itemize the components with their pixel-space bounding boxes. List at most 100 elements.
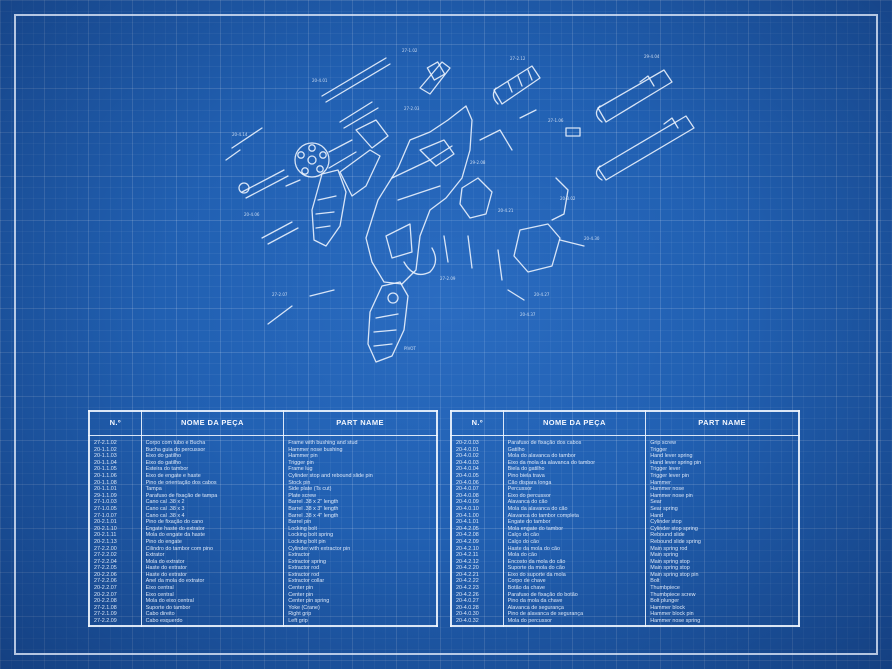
part-name-pt-cell: Mola do engate da haste [141, 532, 285, 539]
part-name-pt-cell: Encosto da mola do cão [503, 558, 647, 566]
part-name-en-cell: Barrel .38 x 4" length [288, 512, 339, 519]
part-name-pt-cell: Gatilho [503, 446, 647, 454]
callout: 27-2.09 [440, 276, 456, 281]
part-name-pt-cell: Tampa [141, 486, 285, 493]
header-name-en: PART NAME [283, 411, 437, 436]
part-name-pt-cell: Botão da chave [503, 585, 647, 592]
part-name-pt-cell: Pino do engate [141, 538, 285, 546]
part-name-pt-cell: Engate haste do extrator [141, 525, 285, 533]
part-name-en-cell: Center pin [288, 585, 314, 592]
part-number-cell: 20-1.1.04 [89, 459, 142, 467]
part-number-cell: 20-2.1.11 [89, 532, 142, 539]
part-name-pt-cell: Pino da mola da chave [503, 598, 647, 605]
callout: 20-4.27 [534, 292, 550, 297]
part-number-cell: 20-4.2.26 [451, 591, 504, 599]
part-number-cell: 20-2.0.03 [451, 435, 504, 447]
part-name-pt-cell: Cano cal .38 x 3 [141, 505, 285, 513]
part-name-en-cell: Trigger [650, 446, 668, 453]
part-number-cell: 27-2.2.02 [89, 552, 142, 559]
part-name-en-cell: Hammer pin [288, 453, 318, 460]
header-number: N.º [89, 411, 142, 436]
part-name-en-cell: Hammer nose bushing [288, 446, 343, 453]
part-number-cell: 20-4.0.05 [451, 472, 504, 480]
left-grip [311, 169, 347, 247]
callout: 27-2.07 [272, 292, 288, 297]
part-name-en-cell: Plate screw [288, 492, 317, 499]
callout: 27-2.03 [404, 106, 420, 111]
part-number-cell: 20-2.2.07 [89, 585, 142, 592]
part-name-pt-cell: Eixo central [141, 585, 285, 592]
part-name-en-cell: Main spring rod [650, 545, 688, 552]
part-name-pt-cell: Mola do percussor [503, 618, 647, 626]
part-name-pt-cell: Haste da mola do cão [503, 545, 647, 553]
part-name-en-cell: Hand lever spring [650, 453, 693, 460]
part-name-pt-cell: Mola do alavanca do tambor [503, 453, 647, 460]
part-name-en-cell: Sear [650, 499, 662, 506]
part-number-cell: 20-4.0.06 [451, 479, 504, 487]
part-number-cell: 20-4.2.08 [451, 532, 504, 539]
part-number-cell: 20-4.2.22 [451, 578, 504, 586]
part-name-en-cell: Rebound slide [650, 532, 685, 539]
part-name-pt-cell: Mola do cão [503, 552, 647, 559]
part-number-cell: 27-2.2.00 [89, 545, 142, 553]
barrel-2in [492, 65, 541, 105]
part-name-pt-cell: Cabo esquerdo [141, 618, 285, 626]
part-number-cell: 27-2.2.05 [89, 565, 142, 572]
part-number-cell: 20-4.0.01 [451, 446, 504, 454]
part-name-pt-cell: Percussor [503, 486, 647, 493]
callout: 20-4.30 [584, 236, 600, 241]
part-number-cell: 20-4.2.05 [451, 525, 504, 533]
part-number-cell: 20-1.1.01 [89, 486, 142, 493]
part-number-cell: 20-4.2.10 [451, 545, 504, 553]
part-number-cell: 20-1.1.02 [89, 446, 142, 454]
cylinder [294, 139, 357, 178]
part-number-cell: 20-1.1.05 [89, 466, 142, 473]
part-name-en-cell: Locking bolt spring [288, 532, 334, 539]
part-name-pt-cell: Pino de alavanca de segurança [503, 611, 647, 619]
part-name-en-cell: Center pin [288, 591, 314, 598]
revolver-frame [365, 105, 473, 285]
part-name-pt-cell: Anel da mola do extrator [141, 578, 285, 586]
part-name-en-cell: Trigger lever [650, 466, 681, 473]
part-name-en-cell: Extractor collar [288, 578, 325, 585]
part-name-pt-cell: Calço do cão [503, 538, 647, 546]
callout: 27-2.12 [510, 56, 526, 61]
part-name-en-cell: Rebound slide spring [650, 538, 701, 545]
part-number-cell: 20-4.0.10 [451, 505, 504, 513]
part-name-en-cell: Cylinder stop and rebound slide pin [288, 472, 373, 479]
barrel-assembly [321, 57, 451, 129]
part-name-en-cell: Frame lug [288, 466, 313, 473]
part-number-cell: 27-2.1.09 [89, 611, 142, 619]
part-number-cell: 27-2.2.04 [89, 558, 142, 566]
part-name-pt-cell: Corpo com tubo e Bucha [141, 435, 285, 447]
trigger-guard-label: PIVOT [404, 346, 416, 351]
part-number-cell: 27-1.0.03 [89, 499, 142, 506]
table-header-row: N.º NOME DA PEÇA PART NAME [89, 411, 437, 436]
part-number-cell: 20-4.1.01 [451, 519, 504, 526]
part-name-pt-cell: Cão dispara longa [503, 479, 647, 487]
part-name-en-cell: Barrel .38 x 2" length [288, 499, 339, 506]
